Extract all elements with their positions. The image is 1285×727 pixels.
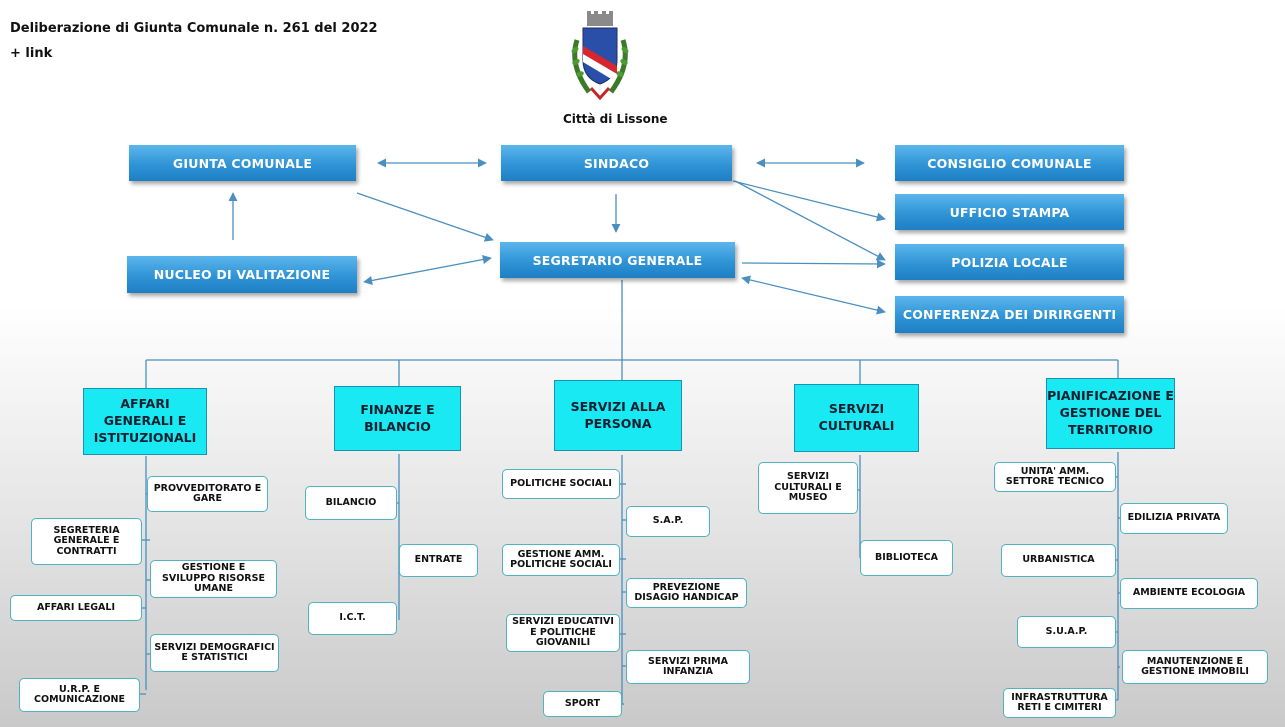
- ufficio-stampa-box: UFFICIO STAMPA: [895, 194, 1124, 230]
- unit-manutenzione-immobili: MANUTENZIONE E GESTIONE IMMOBILI: [1122, 650, 1268, 684]
- unit-servizi-culturali-museo: SERVIZI CULTURALI E MUSEO: [758, 462, 858, 514]
- unit-sport: SPORT: [543, 691, 622, 717]
- unit-bilancio: BILANCIO: [305, 486, 397, 520]
- unit-politiche-sociali: POLITICHE SOCIALI: [502, 469, 620, 499]
- unit-amministrativa-tecnico: UNITA' AMM. SETTORE TECNICO: [994, 462, 1116, 492]
- polizia-locale-box: POLIZIA LOCALE: [895, 244, 1124, 280]
- unit-prevenzione-disagio: PREVEZIONE DISAGIO HANDICAP: [626, 578, 747, 608]
- unit-sap: S.A.P.: [626, 506, 710, 537]
- segretario-generale-box: SEGRETARIO GENERALE: [500, 242, 735, 278]
- area-territorio-box: PIANIFICAZIONE E GESTIONE DEL TERRITORIO: [1046, 378, 1175, 449]
- unit-entrate: ENTRATE: [399, 544, 478, 577]
- area-finanze-box: FINANZE E BILANCIO: [334, 386, 461, 451]
- giunta-comunale-box: GIUNTA COMUNALE: [129, 145, 356, 181]
- unit-suap: S.U.A.P.: [1017, 616, 1116, 648]
- unit-affari-legali: AFFARI LEGALI: [10, 595, 142, 621]
- unit-infrastruttura-reti: INFRASTRUTTURA RETI E CIMITERI: [1003, 688, 1116, 718]
- nucleo-valutazione-box: NUCLEO DI VALITAZIONE: [127, 256, 357, 293]
- unit-gestione-risorse-umane: GESTIONE E SVILUPPO RISORSE UMANE: [150, 560, 277, 598]
- unit-segreteria-generale: SEGRETERIA GENERALE E CONTRATTI: [31, 518, 142, 565]
- unit-biblioteca: BIBLIOTECA: [860, 540, 953, 576]
- unit-provveditorato: PROVVEDITORATO E GARE: [147, 476, 268, 512]
- unit-servizi-educativi: SERVIZI EDUCATIVI E POLITICHE GIOVANILI: [506, 614, 620, 652]
- area-servizi-culturali-box: SERVIZI CULTURALI: [794, 384, 919, 452]
- unit-urp-comunicazione: U.R.P. E COMUNICAZIONE: [19, 678, 140, 712]
- consiglio-comunale-box: CONSIGLIO COMUNALE: [895, 145, 1124, 181]
- unit-servizi-demografici: SERVIZI DEMOGRAFICI E STATISTICI: [150, 634, 279, 672]
- unit-urbanistica: URBANISTICA: [1001, 544, 1116, 577]
- area-servizi-persona-box: SERVIZI ALLA PERSONA: [554, 380, 682, 451]
- sindaco-box: SINDACO: [501, 145, 732, 181]
- page-title: Deliberazione di Giunta Comunale n. 261 …: [10, 21, 378, 36]
- unit-gestione-amm-politiche-sociali: GESTIONE AMM. POLITICHE SOCIALI: [502, 544, 620, 576]
- unit-edilizia-privata: EDILIZIA PRIVATA: [1120, 503, 1228, 534]
- unit-ambiente-ecologia: AMBIENTE ECOLOGIA: [1120, 578, 1258, 609]
- area-affari-generali-box: AFFARI GENERALI E ISTITUZIONALI: [83, 388, 207, 455]
- city-crest-logo: [571, 11, 629, 100]
- conferenza-dirigenti-box: CONFERENZA DEI DIRIRGENTI: [895, 296, 1124, 333]
- city-name: Città di Lissone: [563, 112, 668, 126]
- resolution-link[interactable]: + link: [10, 46, 53, 61]
- unit-prima-infanzia: SERVIZI PRIMA INFANZIA: [626, 650, 750, 684]
- unit-ict: I.C.T.: [308, 602, 397, 635]
